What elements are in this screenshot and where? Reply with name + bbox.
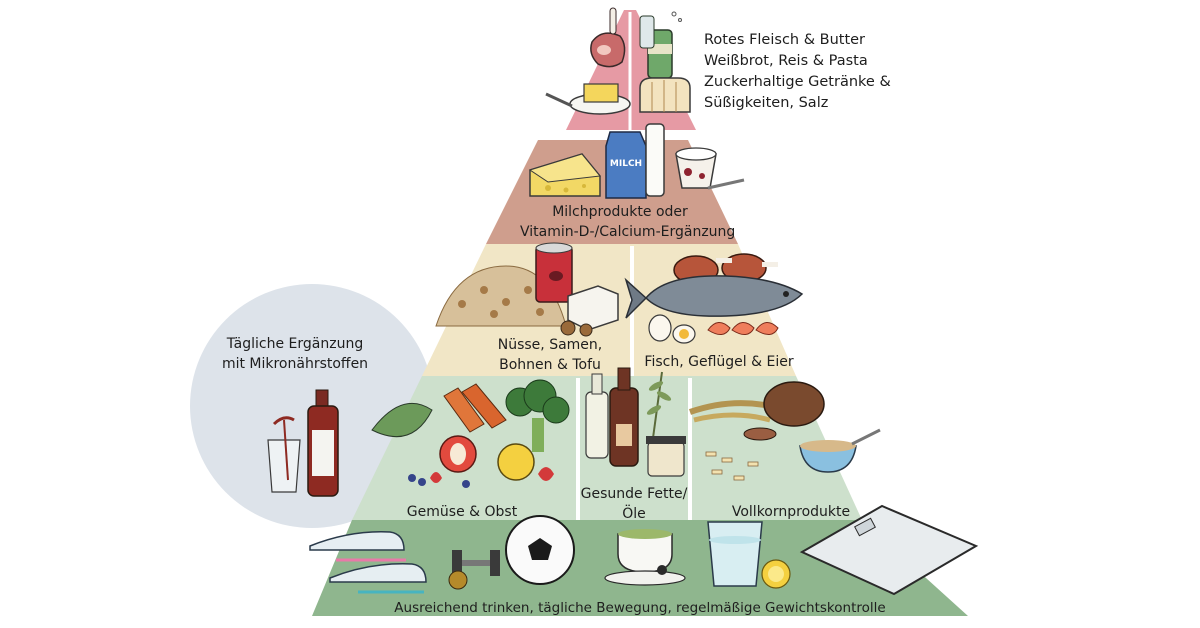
top-label-sweets-salt: Süßigkeiten, Salz (704, 95, 829, 111)
berries-icon (408, 467, 554, 488)
vegetables-label: Gemüse & Obst (392, 502, 532, 522)
walnut-icon (560, 320, 593, 337)
wholegrain-label: Vollkornprodukte (716, 502, 866, 522)
top-tier-labels: Rotes Fleisch & Butter Weißbrot, Reis & … (704, 30, 891, 114)
milk-carton-icon: MILCH (605, 131, 647, 199)
fats-label: Gesunde Fette/ Öle (574, 484, 694, 524)
broccoli-icon (505, 379, 570, 452)
bread-loaf-icon (743, 381, 825, 441)
wheat-icon (689, 400, 771, 423)
yogurt-cup-icon (675, 147, 745, 190)
dairy-label-line1: Milchprodukte oder (552, 204, 688, 220)
water-glass-icon (707, 521, 763, 587)
sneakers-icon (309, 531, 427, 594)
top-label-meat-butter: Rotes Fleisch & Butter (704, 32, 866, 48)
base-label: Ausreichend trinken, tägliche Bewegung, … (340, 598, 940, 618)
supplement-label-line2: mit Mikronährstoffen (221, 356, 369, 372)
soda-can-icon (639, 11, 682, 79)
supplement-bottle-icon (307, 389, 339, 497)
glass-with-pipette-icon (267, 416, 301, 493)
supplement-label-line1: Tägliche Ergänzung (226, 336, 364, 352)
cheese-icon (528, 153, 601, 197)
soccer-ball-icon (505, 515, 575, 585)
fish-label-line1: Fisch, Geflügel & Eier (644, 354, 794, 370)
nuts-label-line2: Bohnen & Tofu (499, 357, 601, 373)
fats-label-line2: Öle (622, 506, 646, 522)
pasta-icon (705, 451, 759, 481)
nuts-label-line1: Nüsse, Samen, (497, 337, 603, 353)
base-label-line1: Ausreichend trinken, tägliche Bewegung, … (394, 600, 886, 616)
meat-icon (590, 7, 626, 68)
tea-cup-icon (604, 529, 686, 586)
wholegrain-label-line1: Vollkornprodukte (731, 504, 851, 520)
milk-carton-label: MILCH (610, 159, 642, 169)
vegetables-label-line1: Gemüse & Obst (406, 504, 518, 520)
fish-label: Fisch, Geflügel & Eier (634, 352, 804, 372)
top-label-sugary-drinks: Zuckerhaltige Getränke & (704, 74, 891, 90)
vegetables-icon (371, 383, 507, 438)
oil-bottle-icon (585, 367, 639, 467)
lemon-slice-icon (761, 559, 791, 589)
nuts-label: Nüsse, Samen, Bohnen & Tofu (470, 335, 630, 375)
top-label-white-carbs: Weißbrot, Reis & Pasta (704, 53, 868, 69)
jar-icon (646, 436, 686, 477)
fish-icon (624, 275, 804, 319)
dumbbell-icon (448, 550, 500, 590)
bean-can-icon (535, 242, 573, 303)
scale-icon (799, 504, 979, 596)
oats-bowl-icon (799, 428, 881, 473)
tofu-icon (567, 285, 619, 331)
chicken-leg-icon (673, 253, 778, 285)
milk-glass-icon (645, 123, 665, 197)
shrimp-icon (707, 322, 779, 335)
nuts-pile-icon (435, 265, 567, 327)
apple-icon (439, 435, 477, 473)
lemon-icon (497, 443, 535, 481)
bread-icon (639, 77, 691, 113)
dairy-label: Milchprodukte oder Vitamin-D-/Calcium-Er… (520, 202, 736, 242)
fats-label-line1: Gesunde Fette/ (580, 486, 688, 502)
dairy-label-line2: Vitamin-D-/Calcium-Ergänzung (520, 224, 736, 240)
butter-dish-icon (545, 83, 631, 115)
eggs-icon (648, 314, 696, 344)
supplement-label: Tägliche Ergänzung mit Mikronährstoffen (205, 334, 385, 374)
